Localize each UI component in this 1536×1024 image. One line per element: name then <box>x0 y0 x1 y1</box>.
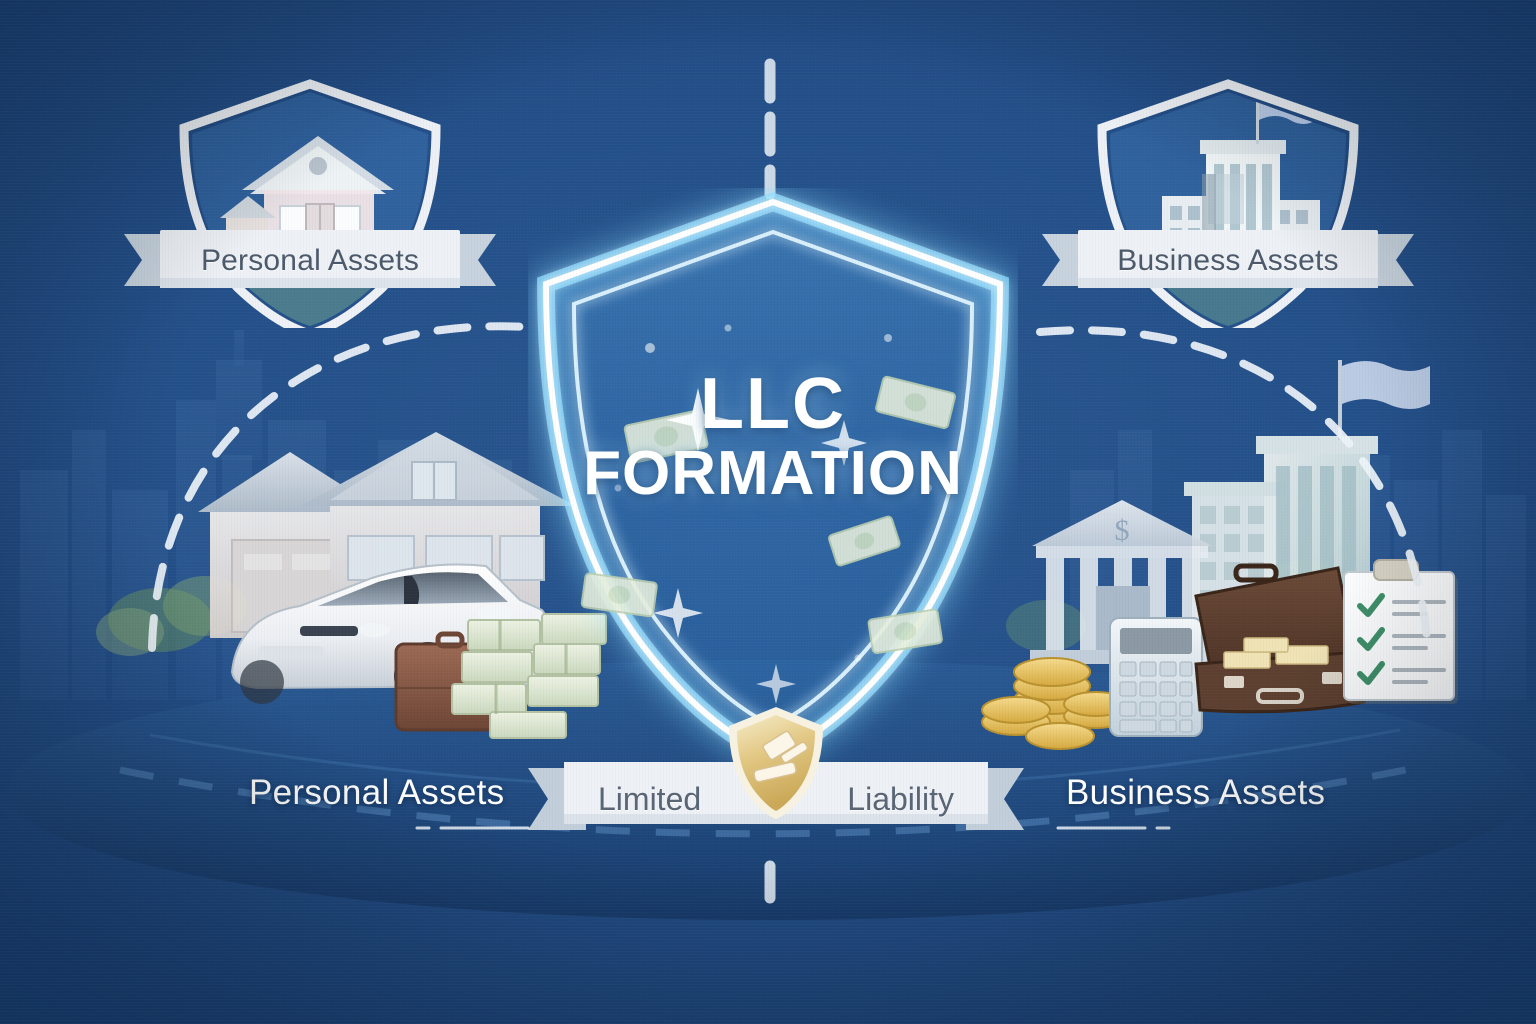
limited-liability-banner[interactable]: Limited Liability <box>528 707 1024 836</box>
banner-word-right: Liability <box>847 780 954 817</box>
side-rule-business <box>1056 826 1171 830</box>
dashed-arc-left <box>148 322 544 652</box>
badge-ribbon-left: Personal Assets <box>124 230 496 292</box>
badge-personal-assets[interactable]: Personal Assets <box>124 78 496 339</box>
badge-label-personal: Personal Assets <box>200 244 420 277</box>
badge-business-assets[interactable]: Business Assets <box>1042 78 1414 339</box>
side-label-business-assets: Business Assets <box>1066 773 1326 812</box>
badge-label-business: Business Assets <box>1117 244 1339 277</box>
dashed-arc-right <box>1036 326 1432 654</box>
llc-formation-shield[interactable]: LLC FORMATION <box>528 188 1018 768</box>
badge-ribbon-right: Business Assets <box>1042 230 1414 292</box>
gavel-shield-icon[interactable] <box>724 704 828 822</box>
side-label-personal-assets: Personal Assets <box>249 773 505 812</box>
banner-word-left: Limited <box>598 780 702 817</box>
shield-graphic <box>536 192 1010 766</box>
side-rule-personal <box>415 826 530 830</box>
